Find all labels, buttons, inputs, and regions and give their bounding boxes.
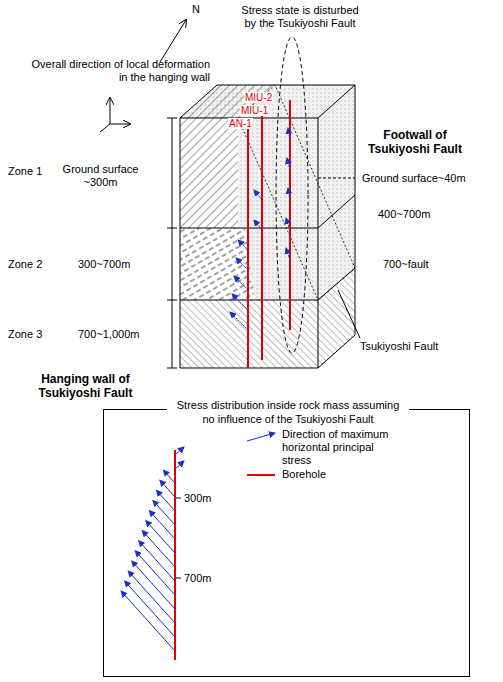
depth-label: 700~1,000m <box>78 328 139 341</box>
stress-arrow <box>163 470 175 483</box>
depth-label: 700m <box>184 572 212 585</box>
stress-arrow <box>175 461 184 469</box>
depth-label: Ground surface ~300m <box>57 163 144 189</box>
stress-arrow <box>125 581 175 637</box>
disturbed-zone-ellipse <box>276 37 308 353</box>
stress-arrow <box>142 531 175 567</box>
zone-label: Zone 1 <box>8 165 42 178</box>
depth-label: Ground surface~40m <box>362 172 466 185</box>
note-text: Overall direction of local deformation i… <box>22 58 210 84</box>
stress-arrow <box>175 447 184 455</box>
borehole-lines <box>248 100 290 368</box>
borehole-name: MIU-1 <box>240 105 269 116</box>
panel-title: Stress distribution inside rock mass ass… <box>167 398 409 426</box>
depth-label: 700~fault <box>383 258 429 271</box>
stress-arrows-profile <box>121 447 184 651</box>
stress-arrow <box>128 571 175 623</box>
zone-label: Zone 2 <box>8 258 42 271</box>
note-text: Stress state is disturbed by the Tsukiyo… <box>235 4 365 30</box>
legend-borehole-sample <box>247 474 275 476</box>
north-arrow <box>160 20 186 62</box>
stress-arrow <box>146 521 175 553</box>
legend-text: Direction of maximum horizontal principa… <box>282 428 390 467</box>
borehole-name: MIU-2 <box>244 92 273 103</box>
depth-label: 300m <box>184 492 212 505</box>
stress-arrow <box>153 500 175 525</box>
fault-leader <box>338 290 360 338</box>
depth-label: 300~700m <box>78 258 130 271</box>
stress-arrow <box>121 591 175 651</box>
north-label: N <box>192 3 200 16</box>
deformation-symbol <box>100 98 130 132</box>
legend-text: Borehole <box>282 468 326 481</box>
fault-label: Tsukiyoshi Fault <box>360 340 438 353</box>
depth-dimension <box>167 118 177 368</box>
stress-arrow <box>160 480 175 497</box>
zone-label: Zone 3 <box>8 328 42 341</box>
stress-arrow <box>149 511 175 540</box>
legend-arrow-sample <box>247 433 275 441</box>
stress-arrow <box>132 561 175 609</box>
depth-ticks <box>176 498 181 578</box>
depth-label: 400~700m <box>378 208 430 221</box>
stress-arrows-block <box>230 128 290 330</box>
borehole-name: AN-1 <box>228 118 253 129</box>
rock-block <box>180 85 355 368</box>
region-label: Footwall of Tsukiyoshi Fault <box>365 128 465 156</box>
stress-arrow <box>135 551 175 595</box>
region-label: Hanging wall of Tsukiyoshi Fault <box>33 372 138 400</box>
